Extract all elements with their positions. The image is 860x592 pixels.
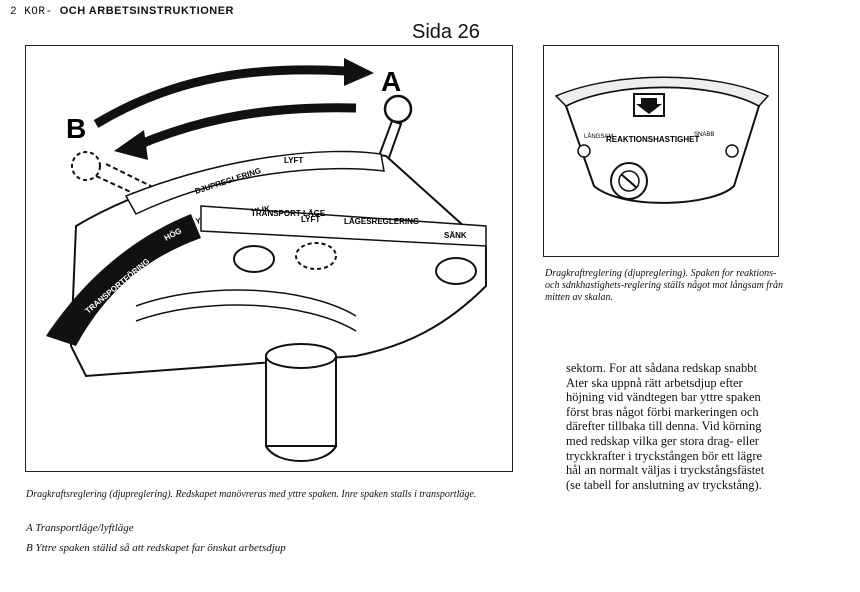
arrow-down-icon: [636, 98, 662, 114]
knob-left: [233, 245, 275, 273]
dial-right: SNABB: [694, 132, 714, 138]
lever-illustration: A B DJUPREGLERING LYFT TRANSPORTFÖRING H…: [46, 58, 487, 462]
knob-right: [435, 257, 477, 285]
scale-label-lyft-top: LYFT: [284, 156, 303, 165]
dial-text: REAKTIONSHASTIGHET: [606, 135, 699, 144]
shaft: [265, 355, 337, 447]
dial-illustration: REAKTIONSHASTIGHET LÅNGSAM SNABB: [554, 76, 770, 204]
arrow-left-head: [114, 130, 148, 160]
body-text: sektorn. For att sådana redskap snabbt A…: [566, 361, 780, 492]
top-scale: [124, 150, 385, 215]
arrow-left: [134, 103, 357, 151]
dial-left: LÅNGSAM: [584, 133, 613, 140]
figure1-item-a: A Transportläge/lyftläge: [26, 522, 134, 534]
screw-right: [725, 144, 739, 158]
figure1-caption-text: Dragkraftsreglering (djupreglering). Red…: [26, 489, 477, 500]
page-header: 2 KOR- OCH ARBETSINSTRUKTIONER: [10, 5, 234, 18]
dark-band: [46, 214, 201, 346]
arrow-right: [93, 65, 347, 128]
figure1-item-b: B Yttre spaken stälid så att redskapet f…: [26, 542, 286, 554]
label-a: A: [381, 66, 401, 97]
scale-label-sank: SÄNK: [444, 231, 467, 240]
label-b: B: [66, 113, 86, 144]
screw-left: [577, 144, 591, 158]
mid-scale: [200, 205, 487, 247]
page-label: Sida 26: [412, 21, 480, 43]
body-paragraph: sektorn. For att sådana redskap snabbt A…: [566, 361, 765, 492]
header-title: OCH ARBETSINSTRUKTIONER: [59, 5, 234, 17]
header-prefix: 2 KOR-: [10, 6, 53, 18]
arrow-right-head: [344, 58, 374, 86]
knob-dashed: [295, 242, 337, 270]
scale-label-lages: LÄGESREGLERING: [344, 217, 419, 226]
figure1-caption: Dragkraftsreglering (djupreglering). Red…: [26, 489, 516, 501]
lever-knob: [383, 94, 413, 124]
dial-figure: REAKTIONSHASTIGHET LÅNGSAM SNABB: [543, 45, 779, 257]
figure2-caption: Dragkraftreglering (djupreglering). Spak…: [545, 268, 783, 303]
lever-figure: A B DJUPREGLERING LYFT TRANSPORTFÖRING H…: [25, 45, 513, 472]
scale-label-transport-lage: TRANSPORT LÄGE: [251, 209, 326, 218]
dashed-knob: [71, 151, 101, 181]
scale-label-lyft-mid: LYFT: [301, 215, 320, 224]
